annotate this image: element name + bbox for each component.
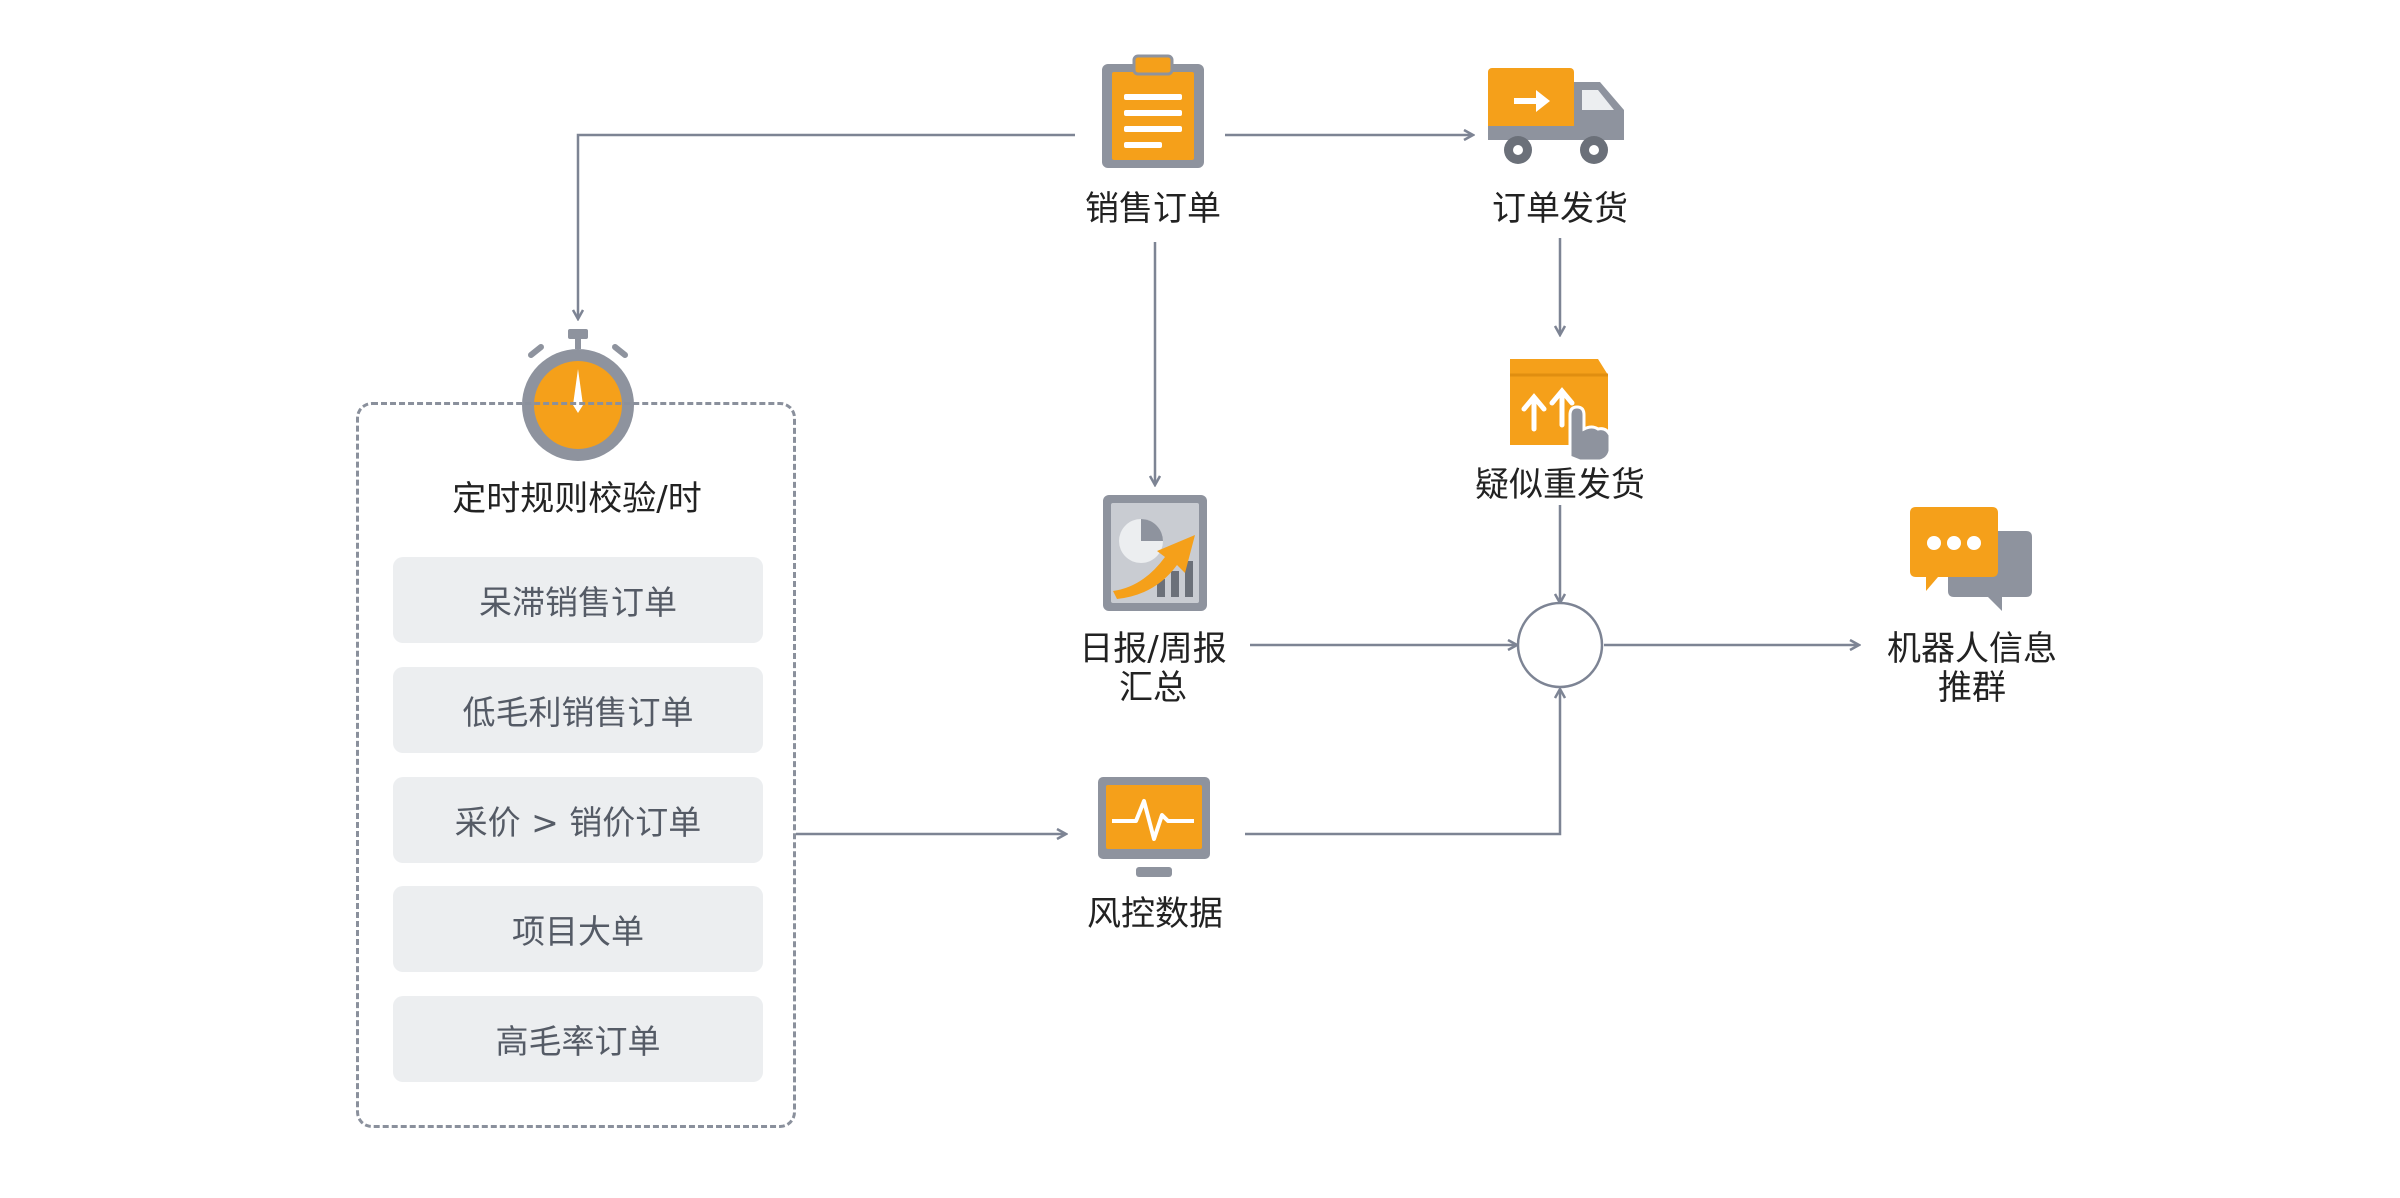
rule-item: 呆滞销售订单 xyxy=(393,557,763,643)
node-label-order-shipping: 订单发货 xyxy=(1492,189,1628,229)
node-label-risk-data: 风控数据 xyxy=(1087,894,1223,934)
chat-bubbles-icon xyxy=(1910,507,2032,611)
monitor-pulse-icon xyxy=(1098,777,1210,877)
rule-group-box xyxy=(356,402,796,1128)
clipboard-icon xyxy=(1102,54,1204,168)
arrow-sales-to-check xyxy=(578,133,1075,318)
rule-item: 低毛利销售订单 xyxy=(393,667,763,753)
node-label-sales-order: 销售订单 xyxy=(1085,189,1221,229)
merge-node xyxy=(1516,601,1604,689)
truck-icon xyxy=(1488,68,1624,164)
node-label-timed-check: 定时规则校验/时 xyxy=(452,479,702,519)
arrow-risk-to-merge xyxy=(1245,690,1560,836)
report-chart-icon xyxy=(1103,495,1207,611)
node-label-report-line2: 汇总 xyxy=(1119,668,1187,708)
rule-item: 高毛率订单 xyxy=(393,996,763,1082)
rule-item: 采价 > 销价订单 xyxy=(393,777,763,863)
node-label-report-line1: 日报/周报 xyxy=(1079,629,1227,669)
node-label-suspected-duplicate: 疑似重发货 xyxy=(1475,465,1645,505)
node-label-robot-line1: 机器人信息 xyxy=(1887,629,2057,669)
rule-item: 项目大单 xyxy=(393,886,763,972)
stopwatch-icon xyxy=(522,329,634,461)
box-with-hand-icon xyxy=(1510,359,1612,463)
node-label-robot-line2: 推群 xyxy=(1938,668,2006,708)
